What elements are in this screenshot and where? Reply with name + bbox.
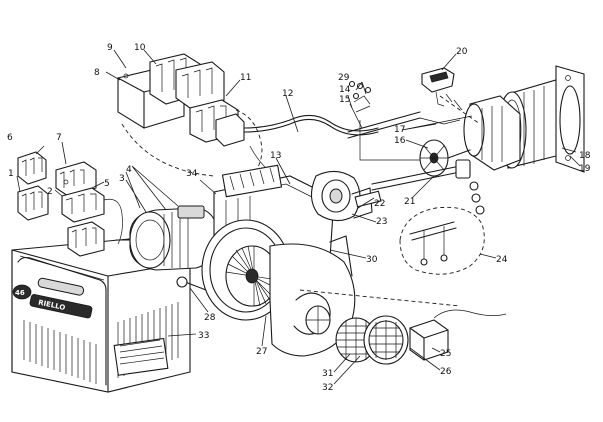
motor	[115, 205, 219, 271]
callout-1: 1	[8, 169, 14, 179]
cover-window	[37, 277, 85, 296]
coupling-28	[176, 276, 188, 288]
callout-23: 23	[376, 217, 387, 227]
terminal-block-11	[189, 99, 245, 147]
diffuser-disc-16	[419, 139, 471, 177]
nozzle-holder-21	[371, 159, 485, 215]
callout-12: 12	[282, 89, 293, 99]
flange-19	[555, 65, 585, 173]
callout-14: 14	[339, 85, 351, 95]
burner-cover: 46 RIELLO	[11, 237, 191, 393]
callout-15: 15	[339, 95, 350, 105]
combustion-head-17	[463, 95, 521, 171]
relay-lead	[103, 198, 123, 245]
callout-26: 26	[440, 367, 452, 377]
electrodes-15	[347, 95, 461, 161]
callout-labels: 1 2 3 4 5 6 7 8 9 10 11 12 13 14 15 16 1…	[7, 43, 591, 393]
callout-17: 17	[394, 125, 405, 135]
air-damper-26	[363, 315, 409, 365]
parts-14-29	[348, 80, 372, 100]
callout-20: 20	[456, 47, 468, 57]
capacitor-25	[409, 309, 507, 361]
callout-27: 27	[256, 347, 267, 357]
callout-34: 34	[186, 169, 198, 179]
relay-socket	[67, 221, 105, 257]
callout-22: 22	[374, 199, 385, 209]
relay-1	[17, 185, 49, 221]
callout-19: 19	[579, 164, 591, 174]
callout-3: 3	[119, 174, 125, 184]
callout-30: 30	[366, 255, 378, 265]
callout-6: 6	[7, 133, 13, 143]
callout-31: 31	[322, 369, 333, 379]
bracket-23	[310, 170, 382, 222]
photocell-20	[421, 67, 463, 111]
callout-4: 4	[126, 165, 132, 175]
burner-body	[201, 164, 356, 357]
control-box-relays	[149, 53, 225, 109]
callout-11: 11	[240, 73, 251, 83]
callout-33: 33	[198, 331, 209, 341]
callout-24: 24	[496, 255, 508, 265]
callout-29: 29	[338, 73, 350, 83]
leader-lines	[16, 49, 581, 385]
callout-25: 25	[440, 349, 451, 359]
callout-5: 5	[104, 179, 110, 189]
callout-10: 10	[134, 43, 146, 53]
cable-12b	[243, 118, 379, 136]
callout-2: 2	[47, 187, 53, 197]
cover-badge-text: 46	[15, 289, 25, 297]
callout-18: 18	[579, 151, 591, 161]
electrode-detail-24	[399, 206, 485, 275]
cable-12	[243, 114, 379, 132]
relay-7	[55, 161, 97, 197]
callout-32: 32	[322, 383, 333, 393]
callout-8: 8	[94, 68, 100, 78]
callout-13: 13	[270, 151, 281, 161]
relay-6	[17, 151, 47, 185]
callout-9: 9	[107, 43, 113, 53]
callout-28: 28	[204, 313, 216, 323]
grille-dashed-axis	[299, 289, 461, 307]
photocell-dashed-guide	[439, 95, 481, 125]
callout-16: 16	[394, 136, 406, 146]
callout-21: 21	[404, 197, 415, 207]
callout-7: 7	[56, 133, 62, 143]
cover-badge	[12, 284, 32, 300]
cover-brand-plate	[29, 294, 93, 319]
